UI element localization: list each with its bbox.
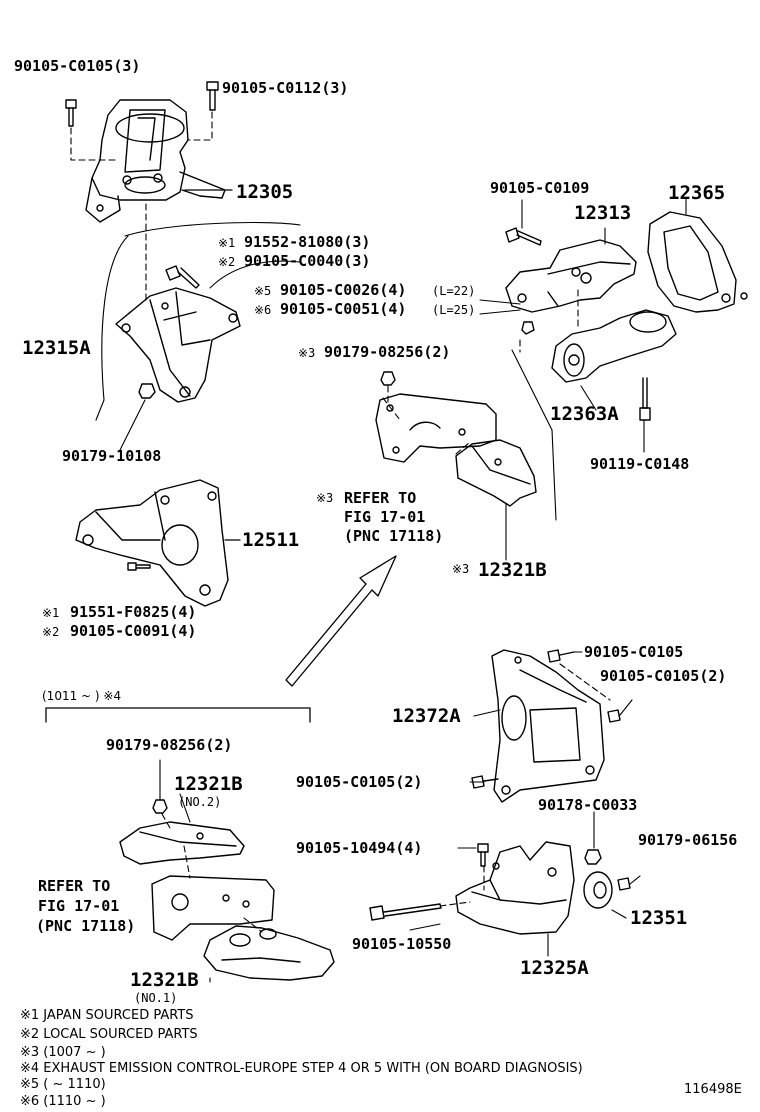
part-label-12321B-no1: 12321B [130, 969, 199, 991]
part-label-90179-10108: 90179-10108 [62, 447, 162, 465]
nut-90179-08256-upper-drawing [380, 371, 396, 386]
bolt-90105-C0112-drawing [206, 81, 219, 111]
heat-insulator-12365-drawing [647, 211, 748, 313]
part-label-90105-C0105-2-right: 90105-C0105(2) [600, 667, 727, 685]
length-label-22: (L=22) [432, 284, 476, 298]
part-label-90105-10494: 90105-10494(4) [296, 839, 423, 857]
part-label-91551-F0825: 91551-F0825(4) [70, 603, 197, 621]
bracket-12315A-drawing [115, 287, 241, 403]
part-label-12315A: 12315A [22, 337, 91, 359]
rod-12363A-drawing [551, 309, 677, 383]
part-label-91552-81080: 91552-81080(3) [244, 233, 371, 251]
refer-note-upper: REFER TO FIG 17-01 (PNC 17118) [344, 489, 443, 546]
part-label-12305: 12305 [236, 181, 294, 203]
refer-upper-line-2: FIG 17-01 [344, 508, 426, 526]
bracket-12511-drawing [75, 479, 229, 607]
nut-90179-10108-drawing [138, 383, 156, 399]
leader-dashes-12305 [70, 111, 213, 301]
bolt-91552-81080-drawing [165, 265, 200, 289]
part-label-90105-C0040: 90105-C0040(3) [244, 252, 371, 270]
figure-code: 116498E [684, 1082, 742, 1097]
part-label-90105-C0091: 90105-C0091(4) [70, 622, 197, 640]
mark-1-label: ※1 [218, 236, 236, 250]
footnote-1: ※1 JAPAN SOURCED PARTS [20, 1008, 194, 1023]
mark-3-label-upper-nut: ※3 [298, 346, 316, 360]
part-label-90179-08256-lower: 90179-08256(2) [106, 736, 233, 754]
bolt-90105-C0109-drawing [505, 227, 542, 246]
bracket-12313-drawing [505, 239, 637, 313]
refer-lower-line-3: (PNC 17118) [36, 917, 136, 935]
footnote-2: ※2 LOCAL SOURCED PARTS [20, 1027, 198, 1042]
bolt-90105-C0105-2-right-drawing [607, 709, 621, 723]
footnote-4: ※4 EXHAUST EMISSION CONTROL-EUROPE STEP … [20, 1061, 583, 1076]
part-label-90119-C0148: 90119-C0148 [590, 455, 690, 473]
part-label-90105-10550: 90105-10550 [352, 935, 452, 953]
bushing-12351-drawing [583, 871, 613, 909]
part-label-no2: (NO.2) [178, 795, 222, 809]
bolt-90105-C0105-2-left-drawing [471, 775, 499, 789]
nut-90178-C0033-drawing [584, 849, 602, 865]
part-label-no1: (NO.1) [134, 991, 178, 1005]
part-label-12351: 12351 [630, 907, 688, 929]
part-label-90105-C0051: 90105-C0051(4) [280, 300, 407, 318]
stay-12321B-upper-drawing [455, 439, 537, 507]
part-label-90105-C0112-3: 90105-C0112(3) [222, 79, 349, 97]
nut-90179-08256-lower-drawing [152, 799, 168, 814]
bolt-90105-C0105-right-drawing [547, 649, 575, 663]
bolt-90105-10494-drawing [477, 843, 489, 867]
mark-3-label-refer: ※3 [316, 491, 334, 505]
stay-12321B-no1-drawing [203, 925, 335, 981]
mark-1-label-lower: ※1 [42, 606, 60, 620]
footnote-5: ※5 ( ~ 1110) [20, 1077, 106, 1092]
part-label-12372A: 12372A [392, 705, 461, 727]
footnote-6: ※6 (1110 ~ ) [20, 1094, 106, 1109]
part-label-90105-C0026: 90105-C0026(4) [280, 281, 407, 299]
bracket-refer-upper-drawing [375, 393, 497, 463]
bracket-refer-lower-drawing [151, 875, 275, 941]
stay-12321B-no2-drawing [119, 821, 245, 865]
bolt-90105-10550-drawing [369, 903, 442, 921]
length-label-25: (L=25) [432, 303, 476, 317]
part-label-90178-C0033: 90178-C0033 [538, 796, 638, 814]
mark-2-label-lower: ※2 [42, 625, 60, 639]
part-label-90105-C0109: 90105-C0109 [490, 179, 590, 197]
engine-mount-12305-drawing [85, 99, 226, 223]
bracket-12372A-drawing [491, 649, 605, 803]
bolt-91551-F0825-drawing [127, 562, 151, 571]
nut-upper-right-drawing [521, 321, 535, 335]
variant-bracket [45, 707, 311, 723]
bolt-90119-C0148-drawing [639, 377, 651, 421]
part-label-12321B-no2: 12321B [174, 773, 243, 795]
refer-note-lower: REFER TO FIG 17-01 (PNC 17118) [36, 876, 135, 936]
part-label-90105-C0105-2-left: 90105-C0105(2) [296, 773, 423, 791]
part-label-90105-C0105-3: 90105-C0105(3) [14, 57, 141, 75]
part-label-12363A: 12363A [550, 403, 619, 425]
mark-2-label: ※2 [218, 255, 236, 269]
bracket-12325A-drawing [455, 841, 575, 935]
part-label-90179-08256-upper: 90179-08256(2) [324, 343, 451, 361]
refer-arrow [285, 555, 397, 687]
part-label-12365: 12365 [668, 182, 726, 204]
refer-lower-line-2: FIG 17-01 [38, 897, 120, 915]
part-label-12321B-upper: 12321B [478, 559, 547, 581]
refer-upper-line-1: REFER TO [344, 489, 417, 507]
part-label-90105-C0105-right: 90105-C0105 [584, 643, 684, 661]
bolt-90105-C0105-drawing [65, 99, 77, 127]
mark-6-label: ※6 [254, 303, 272, 317]
refer-upper-line-3: (PNC 17118) [344, 527, 444, 545]
part-label-12313: 12313 [574, 202, 632, 224]
variant-bracket-label: (1011 ~ ) ※4 [42, 689, 122, 703]
part-label-90179-06156: 90179-06156 [638, 831, 738, 849]
nut-90179-06156-drawing [617, 877, 631, 891]
refer-lower-line-1: REFER TO [38, 877, 111, 895]
footnote-3: ※3 (1007 ~ ) [20, 1045, 106, 1060]
part-label-12325A: 12325A [520, 957, 589, 979]
mark-3-label-12321B: ※3 [452, 562, 470, 576]
mark-5-label: ※5 [254, 284, 272, 298]
part-label-12511: 12511 [242, 529, 300, 551]
